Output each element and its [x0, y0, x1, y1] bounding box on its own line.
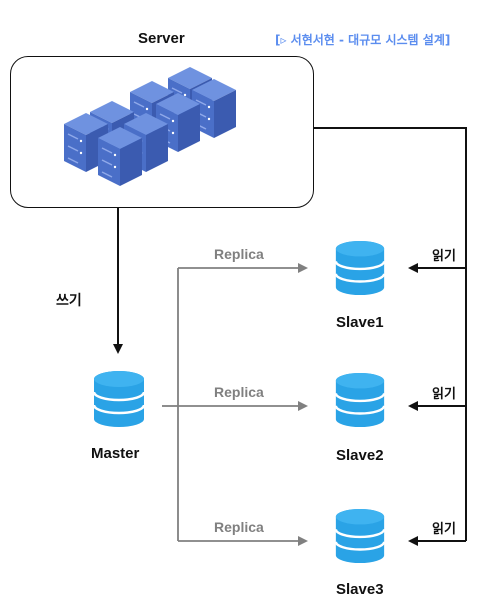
- read-label-slave3: 읽기: [432, 522, 456, 537]
- replica-label-2: Replica: [214, 384, 264, 400]
- slave3-database-icon: [334, 508, 386, 564]
- slave1-database-icon: [334, 240, 386, 296]
- replica-arrows: [162, 263, 308, 546]
- slave2-label: Slave2: [336, 447, 384, 464]
- read-arrows: [314, 127, 467, 546]
- read-label-slave2: 읽기: [432, 387, 456, 402]
- slave2-database-icon: [334, 372, 386, 428]
- server-title: Server: [138, 30, 185, 47]
- slave3-label: Slave3: [336, 581, 384, 598]
- replica-label-3: Replica: [214, 519, 264, 535]
- slave1-label: Slave1: [336, 314, 384, 331]
- replica-label-1: Replica: [214, 246, 264, 262]
- master-database-icon: [92, 371, 146, 427]
- master-label: Master: [91, 445, 140, 462]
- write-label: 쓰기: [56, 293, 82, 309]
- watermark-text: [▹ 서현서현 - 대규모 시스템 설계]: [275, 33, 451, 47]
- read-label-slave1: 읽기: [432, 249, 456, 264]
- server-box: [10, 56, 314, 208]
